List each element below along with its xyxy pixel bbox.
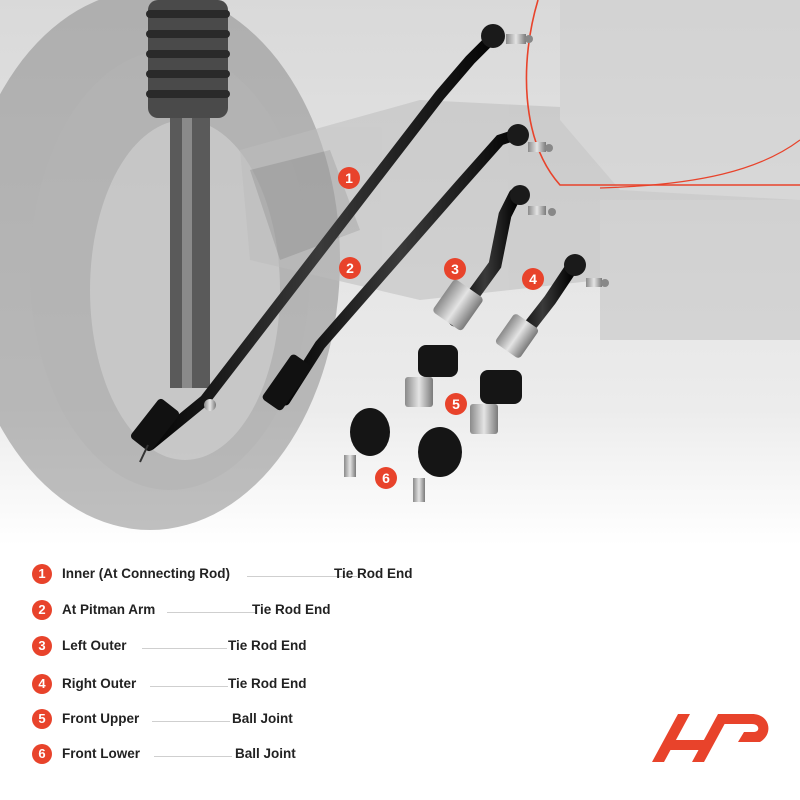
legend-type: Tie Rod End — [252, 602, 331, 617]
legend-label: Inner (At Connecting Rod) — [62, 566, 230, 581]
legend-label: Front Upper — [62, 711, 140, 726]
legend-divider — [154, 756, 232, 757]
legend-number-badge: 4 — [32, 674, 52, 694]
legend-label: At Pitman Arm — [62, 602, 156, 617]
legend-label: Right Outer — [62, 676, 137, 691]
legend-type: Tie Rod End — [228, 676, 307, 691]
accent-outline-2 — [599, 139, 800, 189]
legend-row-1: 1 Inner (At Connecting Rod) Tie Rod End — [32, 564, 472, 586]
legend-row-2: 2 At Pitman Arm Tie Rod End — [32, 600, 472, 622]
callout-3: 3 — [444, 258, 466, 280]
callout-6: 6 — [375, 467, 397, 489]
legend-divider — [142, 648, 227, 649]
legend-type: Tie Rod End — [334, 566, 413, 581]
legend-divider — [247, 576, 357, 577]
legend-divider — [150, 686, 228, 687]
callout-2: 2 — [339, 257, 361, 279]
legend-row-4: 4 Right Outer Tie Rod End — [32, 674, 472, 696]
callout-1: 1 — [338, 167, 360, 189]
part-1-inner-tie-rod — [130, 24, 533, 463]
legend-type: Ball Joint — [232, 711, 293, 726]
shock-absorber — [146, 0, 230, 388]
legend-row-5: 5 Front Upper Ball Joint — [32, 709, 472, 731]
part-6-lower-ball-joints — [344, 408, 462, 502]
accent-outline — [525, 0, 800, 186]
product-photo — [0, 0, 800, 545]
part-4-right-outer — [495, 254, 609, 358]
callout-5: 5 — [445, 393, 467, 415]
part-5-upper-ball-joints — [405, 345, 522, 434]
legend-number-badge: 6 — [32, 744, 52, 764]
legend-divider — [167, 612, 257, 613]
legend-label: Left Outer — [62, 638, 127, 653]
legend-divider — [152, 721, 230, 722]
legend-number-badge: 2 — [32, 600, 52, 620]
part-3-left-outer — [433, 185, 556, 331]
tire-background — [0, 0, 340, 530]
part-2-pitman-arm-tie-rod — [262, 124, 553, 411]
legend-row-3: 3 Left Outer Tie Rod End — [32, 636, 472, 658]
legend-number-badge: 3 — [32, 636, 52, 656]
legend-row-6: 6 Front Lower Ball Joint — [32, 744, 472, 766]
legend-number-badge: 1 — [32, 564, 52, 584]
legend-type: Tie Rod End — [228, 638, 307, 653]
callout-4: 4 — [522, 268, 544, 290]
legend-type: Ball Joint — [235, 746, 296, 761]
ap-brand-logo-icon — [652, 714, 769, 762]
legend-label: Front Lower — [62, 746, 140, 761]
legend-number-badge: 5 — [32, 709, 52, 729]
